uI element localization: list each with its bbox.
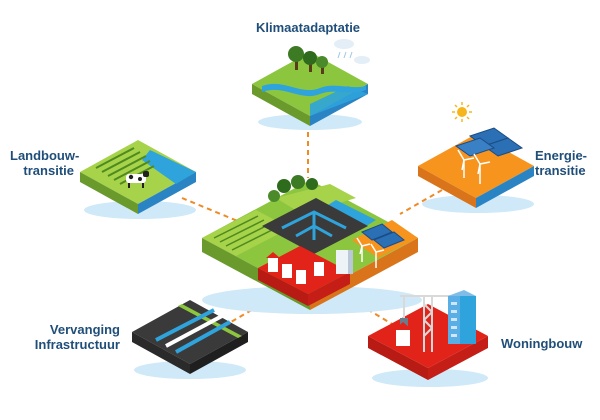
- wind-turbine-icon: [356, 237, 385, 268]
- label-landbouwtransitie: Landbouw- transitie: [10, 148, 80, 178]
- label-vervanging-line1: Vervanging: [49, 322, 120, 337]
- house-icon: [394, 322, 412, 346]
- crane-icon: [400, 295, 450, 352]
- tile-energietransitie: [418, 102, 534, 213]
- crane-load: [400, 318, 408, 326]
- label-energie-line1: Energie-: [535, 148, 588, 163]
- label-energie-line2: transitie: [535, 163, 586, 178]
- cow-icon: [126, 171, 149, 188]
- building-icon: [448, 290, 476, 344]
- label-klimaatadaptatie-text: Klimaatadaptatie: [256, 20, 361, 35]
- label-klimaatadaptatie: Klimaatadaptatie: [256, 20, 360, 35]
- solar-panel-icon: [454, 127, 524, 157]
- crop-rows: [95, 147, 155, 185]
- label-vervanging-line2: Infrastructuur: [34, 337, 120, 352]
- label-vervanging-infrastructuur: Vervanging Infrastructuur: [10, 322, 120, 352]
- sun-icon: [452, 102, 472, 122]
- solar-panel-icon: [361, 223, 405, 249]
- connector-landbouw: [181, 197, 241, 223]
- pipe-icon: [281, 210, 347, 240]
- label-landbouw-line2: transitie: [23, 163, 74, 178]
- house-icon: [266, 252, 326, 284]
- connector-energie: [399, 189, 443, 215]
- label-woningbouw: Woningbouw: [501, 336, 582, 351]
- label-energietransitie: Energie- transitie: [535, 148, 587, 178]
- tree-icon: [288, 46, 328, 74]
- tile-landbouwtransitie: [80, 140, 196, 219]
- tile-woningbouw: [368, 290, 488, 387]
- crop-rows: [213, 215, 277, 251]
- cloud-rain-icon: [334, 39, 370, 64]
- tile-klimaatadaptatie: [252, 39, 370, 130]
- tile-center: [202, 175, 422, 314]
- tree-icon: [268, 175, 318, 202]
- tile-vervanging-infrastructuur: [132, 300, 248, 379]
- label-woningbouw-text: Woningbouw: [501, 336, 583, 351]
- building-icon: [336, 250, 353, 274]
- pipe-icon: [155, 308, 231, 354]
- connector-woningbouw: [351, 299, 393, 325]
- label-landbouw-line1: Landbouw-: [10, 148, 80, 163]
- wind-turbine-icon: [457, 149, 491, 184]
